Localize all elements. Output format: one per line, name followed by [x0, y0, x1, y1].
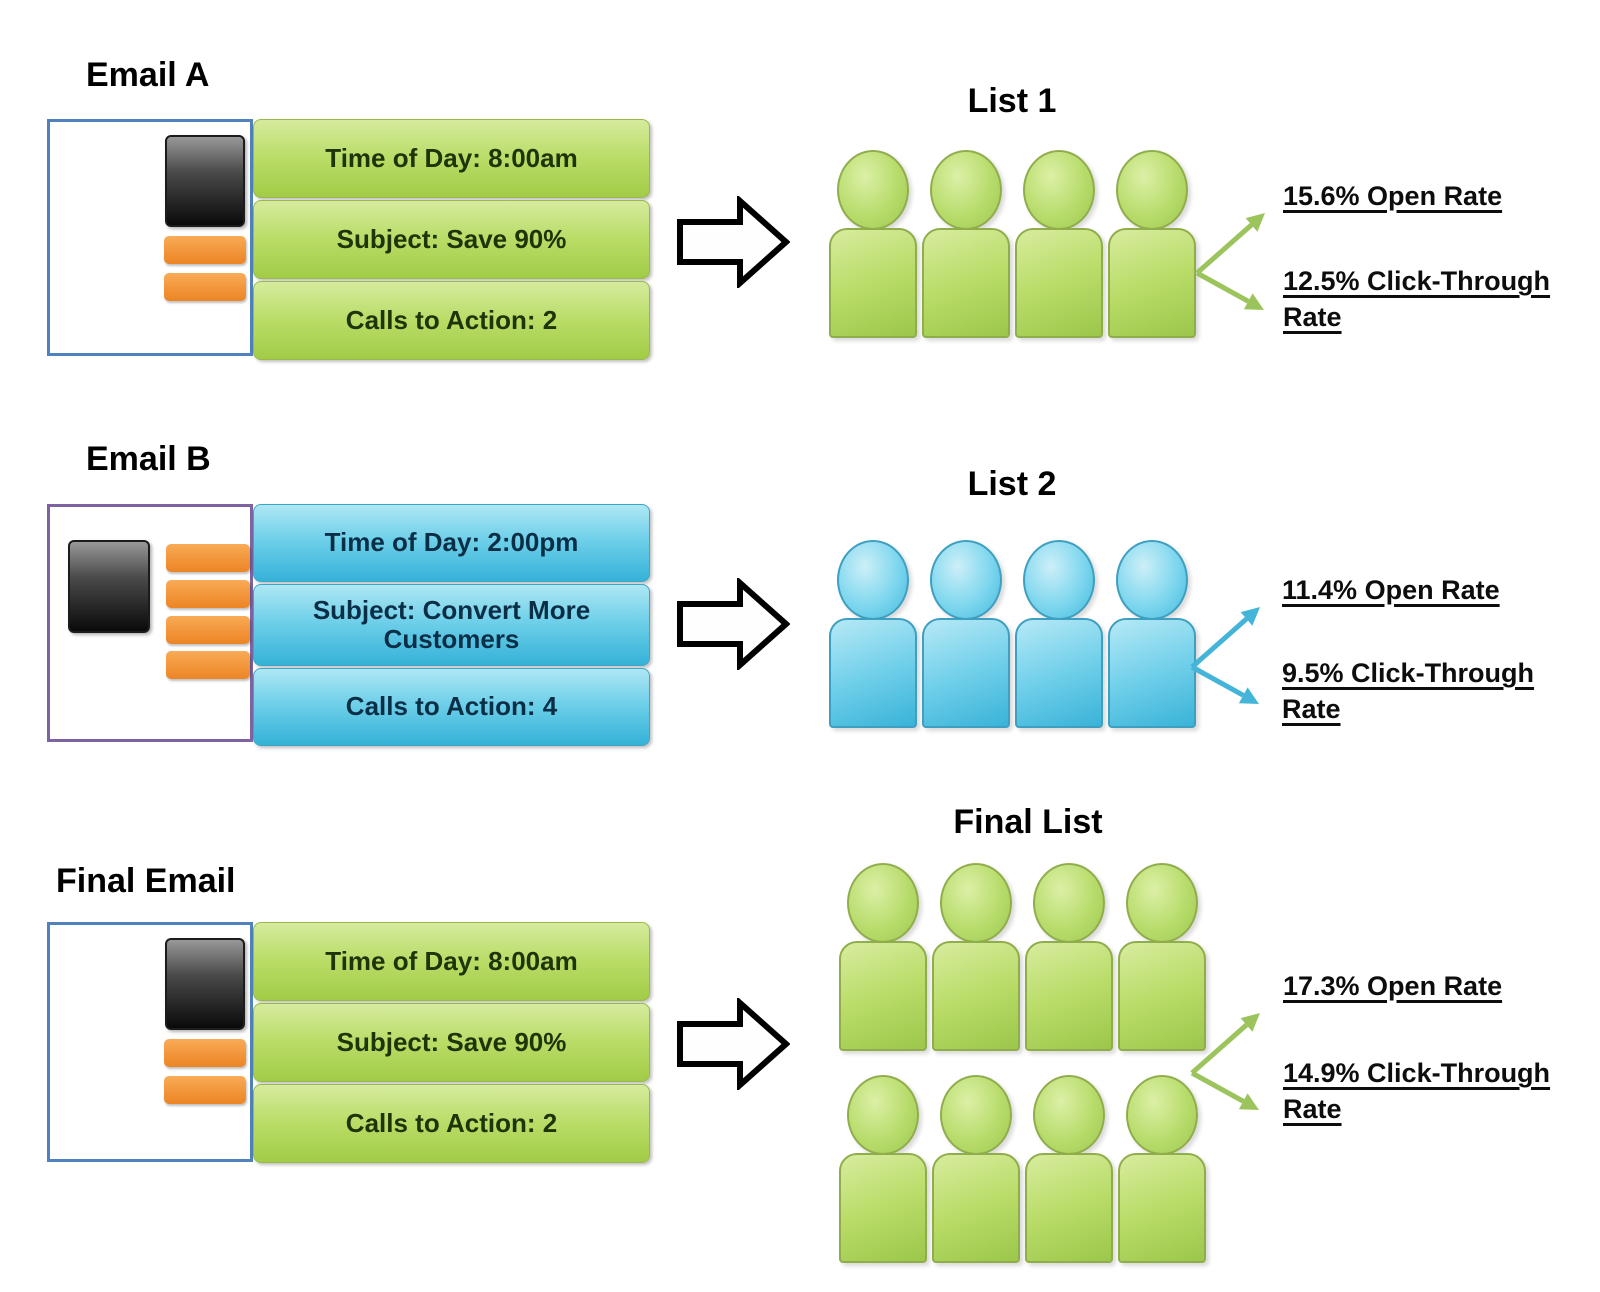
image-placeholder-icon — [165, 135, 245, 227]
text-line-icon — [166, 616, 250, 644]
text-line-icon — [166, 580, 250, 608]
person-body — [1108, 618, 1196, 728]
people-row — [838, 1075, 1210, 1265]
arrow-right-icon — [677, 578, 790, 670]
list-1-people — [828, 150, 1200, 340]
person-head — [847, 863, 919, 943]
person-body — [1015, 618, 1103, 728]
person-icon — [838, 863, 928, 1053]
text-line-icon — [166, 544, 250, 572]
final-list-people — [838, 863, 1210, 1265]
person-body — [932, 941, 1020, 1051]
list-1-click-through-rate: 12.5% Click-Through Rate — [1283, 266, 1551, 333]
text-line-icon — [166, 651, 250, 679]
email-a-attributes: Time of Day: 8:00am Subject: Save 90% Ca… — [253, 119, 650, 362]
person-icon — [838, 1075, 928, 1265]
person-icon — [1014, 540, 1104, 730]
person-icon — [1024, 1075, 1114, 1265]
people-row — [828, 150, 1200, 340]
person-head — [930, 540, 1002, 620]
person-body — [922, 618, 1010, 728]
list-2-people — [828, 540, 1200, 730]
person-body — [1118, 1153, 1206, 1263]
person-body — [1025, 941, 1113, 1051]
attribute-bar: Calls to Action: 2 — [253, 1084, 650, 1163]
list-1-title: List 1 — [967, 82, 1057, 120]
email-a-title: Email A — [86, 56, 210, 94]
list-2-click-through-rate: 9.5% Click-Through Rate — [1282, 658, 1535, 725]
email-a-thumbnail-box — [47, 119, 253, 356]
attribute-bar: Time of Day: 8:00am — [253, 119, 650, 198]
person-head — [1023, 150, 1095, 230]
arrow-right-icon — [677, 196, 790, 288]
split-arrow-icon — [1190, 1013, 1260, 1110]
attribute-bar: Calls to Action: 4 — [253, 668, 650, 746]
person-body — [1118, 941, 1206, 1051]
people-row — [828, 540, 1200, 730]
image-placeholder-icon — [165, 938, 245, 1030]
person-body — [1025, 1153, 1113, 1263]
person-head — [940, 863, 1012, 943]
person-icon — [1107, 150, 1197, 340]
final-email-thumbnail-box — [47, 922, 253, 1162]
person-head — [1116, 150, 1188, 230]
person-head — [1033, 863, 1105, 943]
attribute-bar: Subject: Save 90% — [253, 200, 650, 279]
text-line-icon — [164, 236, 246, 264]
attribute-bar: Time of Day: 8:00am — [253, 922, 650, 1001]
person-icon — [1107, 540, 1197, 730]
text-line-icon — [164, 1039, 246, 1067]
email-b-title: Email B — [86, 440, 211, 478]
person-icon — [1117, 863, 1207, 1053]
person-body — [829, 228, 917, 338]
final-email-title: Final Email — [56, 862, 236, 900]
person-head — [930, 150, 1002, 230]
image-placeholder-icon — [68, 540, 150, 633]
person-icon — [1014, 150, 1104, 340]
final-list-title: Final List — [953, 803, 1103, 841]
text-line-icon — [164, 273, 246, 301]
people-row — [838, 863, 1210, 1053]
arrow-right-icon — [677, 998, 790, 1090]
person-head — [940, 1075, 1012, 1155]
person-icon — [828, 150, 918, 340]
final-email-attributes: Time of Day: 8:00am Subject: Save 90% Ca… — [253, 922, 650, 1165]
person-icon — [1117, 1075, 1207, 1265]
person-icon — [921, 540, 1011, 730]
person-icon — [828, 540, 918, 730]
person-head — [837, 150, 909, 230]
person-head — [837, 540, 909, 620]
person-body — [1108, 228, 1196, 338]
list-2-open-rate: 11.4% Open Rate — [1282, 575, 1500, 605]
final-list-open-rate: 17.3% Open Rate — [1283, 971, 1503, 1001]
person-icon — [931, 1075, 1021, 1265]
person-head — [1126, 863, 1198, 943]
person-head — [847, 1075, 919, 1155]
split-arrow-icon — [1190, 607, 1260, 704]
list-1-open-rate: 15.6% Open Rate — [1283, 181, 1503, 211]
attribute-bar: Time of Day: 2:00pm — [253, 504, 650, 582]
person-body — [922, 228, 1010, 338]
attribute-bar: Calls to Action: 2 — [253, 281, 650, 360]
person-head — [1023, 540, 1095, 620]
person-body — [829, 618, 917, 728]
person-body — [1015, 228, 1103, 338]
person-icon — [1024, 863, 1114, 1053]
text-line-icon — [164, 1076, 246, 1104]
list-2-title: List 2 — [967, 465, 1057, 503]
split-arrow-icon — [1195, 213, 1265, 310]
person-body — [932, 1153, 1020, 1263]
person-body — [839, 1153, 927, 1263]
attribute-bar: Subject: Save 90% — [253, 1003, 650, 1082]
email-b-attributes: Time of Day: 2:00pm Subject: Convert Mor… — [253, 504, 650, 748]
final-list-click-through-rate: 14.9% Click-Through Rate — [1283, 1058, 1551, 1125]
person-icon — [921, 150, 1011, 340]
person-body — [839, 941, 927, 1051]
person-icon — [931, 863, 1021, 1053]
email-b-thumbnail-box — [47, 504, 253, 742]
attribute-bar: Subject: Convert More Customers — [253, 584, 650, 666]
person-head — [1116, 540, 1188, 620]
person-head — [1033, 1075, 1105, 1155]
